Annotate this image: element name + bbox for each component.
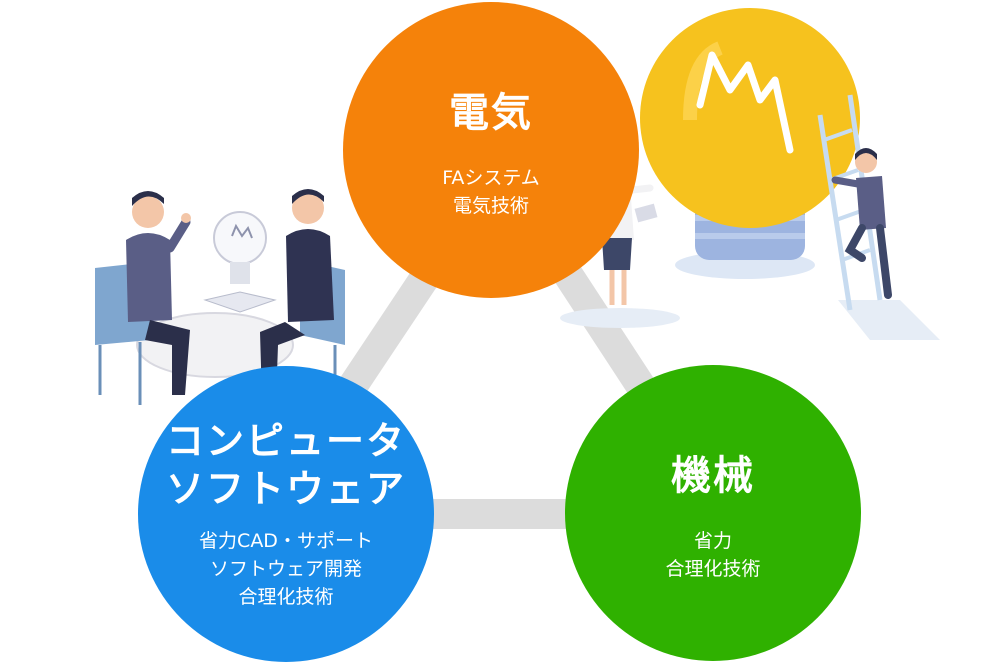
computer-title-line: ソフトウェア xyxy=(165,467,406,511)
computer-line: 合理化技術 xyxy=(238,586,334,608)
electric-line: FAシステム xyxy=(442,167,540,189)
mechanical-line: 合理化技術 xyxy=(665,558,761,580)
computer-node: コンピュータ ソフトウェア 省力CAD・サポート ソフトウェア開発 合理化技術 xyxy=(138,366,434,662)
computer-title-line: コンピュータ xyxy=(165,419,406,463)
connector-electric-mechanical xyxy=(552,261,663,409)
man-climbing-ladder-illustration xyxy=(817,94,940,340)
mechanical-description: 省力 合理化技術 xyxy=(665,527,760,583)
lightbulb-icon xyxy=(640,8,860,279)
electric-node: 電気 FAシステム 電気技術 xyxy=(343,2,639,298)
computer-description: 省力CAD・サポート ソフトウェア開発 合理化技術 xyxy=(199,527,373,611)
electric-title: 電気 xyxy=(449,90,533,136)
computer-line: ソフトウェア開発 xyxy=(209,558,362,580)
mechanical-title: 機械 xyxy=(671,453,755,499)
computer-title: コンピュータ ソフトウェア xyxy=(166,417,406,513)
electric-description: FAシステム 電気技術 xyxy=(442,164,540,220)
mechanical-line: 省力 xyxy=(693,530,732,552)
computer-line: 省力CAD・サポート xyxy=(199,530,373,552)
electric-line: 電気技術 xyxy=(452,195,529,217)
mechanical-node: 機械 省力 合理化技術 xyxy=(565,365,861,661)
